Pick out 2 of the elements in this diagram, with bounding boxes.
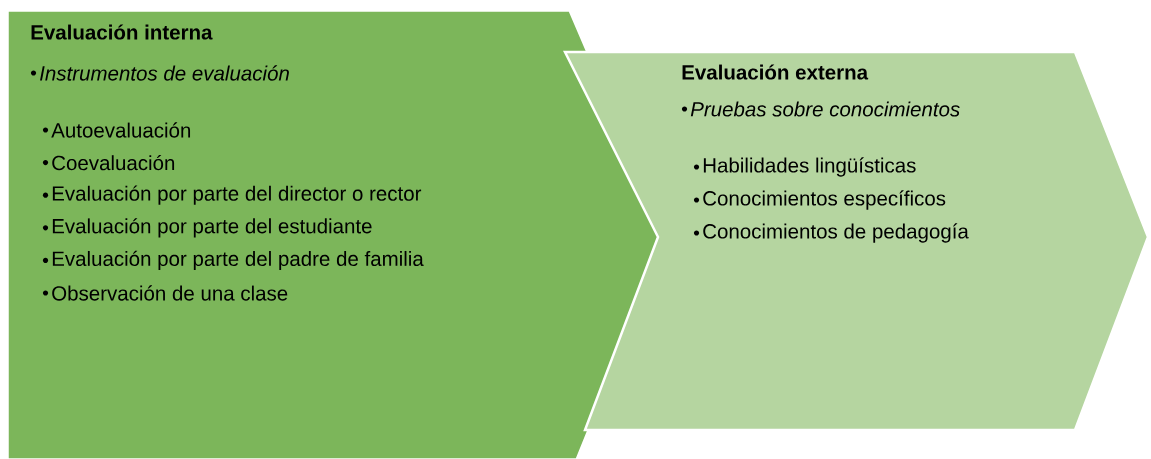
chevron-box: Evaluación externa Pruebas sobre conocimientos Habilidades lingüísticas Conocimientos específicos Conocimientos de pedagogía	[563, 50, 1150, 432]
chevron-box: Evaluación interna Instrumentos de evaluación Autoevaluación Coevaluación Evaluación por parte del director o rector Evaluación por parte del estudiante Evaluación por parte del padre de familia Observación de una clase	[8, 11, 666, 459]
